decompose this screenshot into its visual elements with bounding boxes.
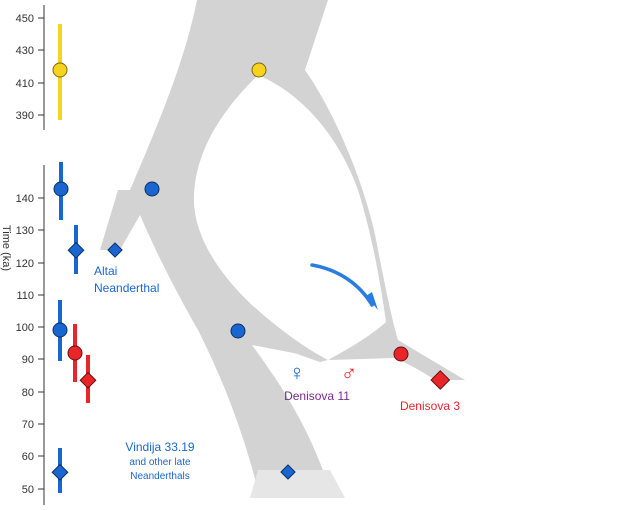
- branch-to-denisova11: [236, 320, 328, 362]
- node-altai: [107, 242, 123, 258]
- label-denisova3: Denisova 3: [400, 399, 460, 413]
- age-marker-neanderthal-late: [52, 322, 68, 338]
- label-vindija-line2: and other late: [129, 457, 191, 468]
- node-vindija: [280, 464, 296, 480]
- tick-label: 110: [16, 290, 34, 302]
- node-denisova3: [430, 370, 451, 390]
- tick-label: 430: [16, 45, 34, 57]
- tree-gap: [193, 75, 386, 360]
- population-labels: Altai Neanderthal Vindija 33.19 and othe…: [94, 264, 460, 482]
- label-denisova11: Denisova 11: [284, 389, 350, 403]
- tick-label: 100: [16, 322, 34, 334]
- gene-flow-arrow-head: [366, 292, 378, 310]
- age-marker-neanderthal-early: [53, 181, 69, 197]
- label-altai-line1: Altai: [94, 264, 117, 278]
- tick-label: 80: [22, 387, 34, 399]
- axis-tick-labels: 450 430 410 390 140 130 120 110 100 90 8…: [16, 13, 34, 496]
- tick-label: 90: [22, 354, 34, 366]
- tick-label: 390: [16, 110, 34, 122]
- population-tree: [100, 0, 465, 498]
- label-altai-line2: Neanderthal: [94, 281, 159, 295]
- tick-label: 410: [16, 78, 34, 90]
- age-marker-altai: [67, 241, 85, 259]
- age-marker-vindija: [51, 463, 69, 481]
- age-estimates: [51, 24, 97, 493]
- tick-label: 120: [16, 258, 34, 270]
- female-symbol: ♀: [289, 360, 306, 385]
- tick-label: 60: [22, 451, 34, 463]
- node-neanderthal-split: [144, 181, 160, 197]
- label-vindija-line1: Vindija 33.19: [125, 440, 194, 454]
- gene-flow-arrow-path: [310, 263, 374, 307]
- age-marker-denisova3: [79, 371, 97, 389]
- axis-unit-label: Time (ka): [0, 225, 12, 271]
- male-symbol: ♂: [341, 360, 358, 385]
- time-axis: [38, 5, 45, 505]
- gene-flow-arrow: [310, 263, 378, 310]
- node-ancestral-split: [251, 62, 267, 78]
- tick-label: 140: [16, 193, 34, 205]
- tick-label: 450: [16, 13, 34, 25]
- node-denisovan: [393, 346, 409, 362]
- tree-nodes: [107, 62, 451, 480]
- node-neanderthal-late: [230, 323, 246, 339]
- tick-label: 130: [16, 225, 34, 237]
- label-vindija-line3: Neanderthals: [130, 471, 189, 482]
- age-marker-denisovan-circle: [67, 345, 83, 361]
- age-marker-ancestral: [52, 62, 68, 78]
- tick-label: 50: [22, 484, 34, 496]
- tick-label: 70: [22, 419, 34, 431]
- tree-bottom-feather: [250, 470, 345, 498]
